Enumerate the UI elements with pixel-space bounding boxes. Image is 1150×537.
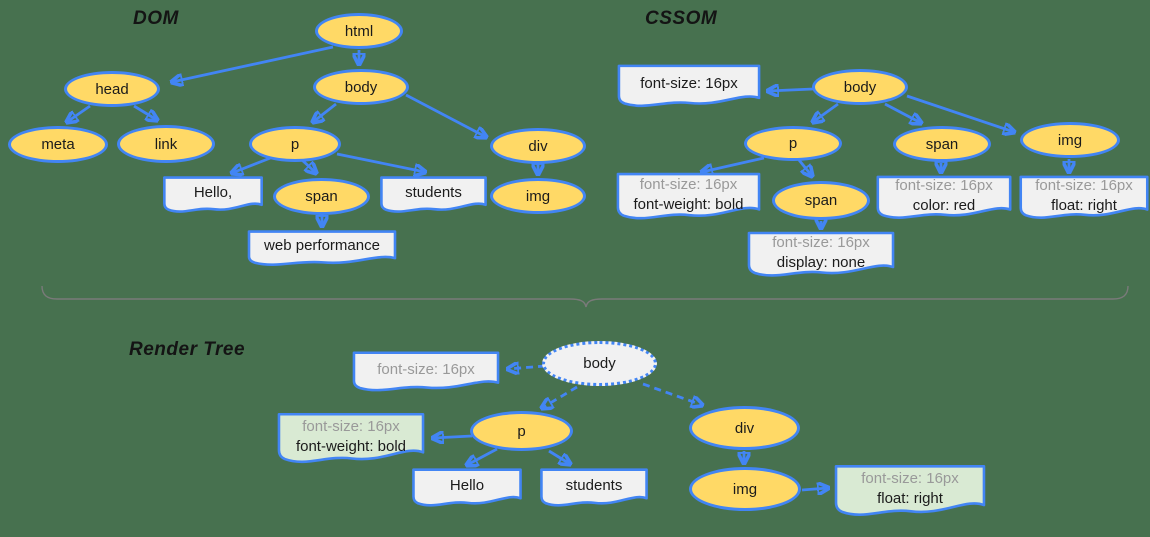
render-node-div: div [689,406,800,450]
arrow-p-hello [232,155,274,173]
dom-textnode-students: students [380,176,487,216]
render-textnode-hello: Hello [412,468,522,510]
render-node-img: img [689,467,801,511]
dom-title: DOM [133,8,179,29]
cssom-rule-body: font-size: 16px [617,64,761,111]
render-node-body: body [542,341,657,386]
document-shape [747,231,895,281]
cssom-node-p: p [744,126,842,161]
document-shape [352,351,500,395]
document-shape [247,230,397,269]
document-shape [834,464,986,521]
cssom-node-img: img [1020,122,1120,158]
arrow-cssom-body-rule [768,89,814,91]
document-shape [617,64,761,111]
document-shape [540,468,648,510]
render-tree-title: Render Tree [129,339,246,360]
arrow-cssom-body-span [884,102,921,123]
document-shape [876,175,1012,223]
document-shape [380,176,487,216]
combine-brace [41,285,1129,308]
document-shape [163,176,263,216]
arrow-cssom-p-rule [702,156,765,172]
dom-node-div: div [490,128,586,164]
arrow-cssom-body-p [813,102,839,122]
render-textnode-students: students [540,468,648,510]
cssom-node-span: span [893,126,991,162]
dom-node-html: html [315,13,403,49]
document-shape [277,412,425,468]
arrow-render-p-rule [433,436,473,438]
arrow-render-body-rule [508,366,546,369]
dom-node-head: head [64,71,160,107]
dom-node-img: img [490,178,586,214]
arrow-render-p-hello [467,447,498,465]
dom-node-span: span [273,178,370,215]
document-shape [1019,175,1149,223]
arrow-render-body-p [542,385,578,408]
document-shape [412,468,522,510]
cssom-node-body: body [812,69,908,105]
arrow-cssom-p-span [797,159,812,176]
dom-node-link: link [117,125,215,163]
arrow-head-meta [67,104,91,122]
dom-textnode-hello: Hello, [163,176,263,216]
render-node-p: p [470,411,573,451]
document-shape [616,172,761,224]
arrow-head-link [133,104,157,120]
arrow-render-p-students [548,449,570,464]
render-rule-body: font-size: 16px [352,351,500,395]
arrow-render-body-div [642,382,702,405]
arrow-render-img-rule [801,488,828,490]
dom-node-meta: meta [8,126,108,163]
arrow-html-head [172,45,334,82]
dom-node-p: p [249,126,341,162]
arrow-body-p [313,102,337,122]
cssom-node-span-child: span [772,181,870,220]
dom-node-body: body [313,69,409,105]
arrow-body-div [405,93,486,137]
cssom-title: CSSOM [645,8,718,29]
dom-textnode-web-performance: web performance [247,230,397,269]
arrow-p-span [301,158,316,173]
arrow-p-students [336,152,425,172]
